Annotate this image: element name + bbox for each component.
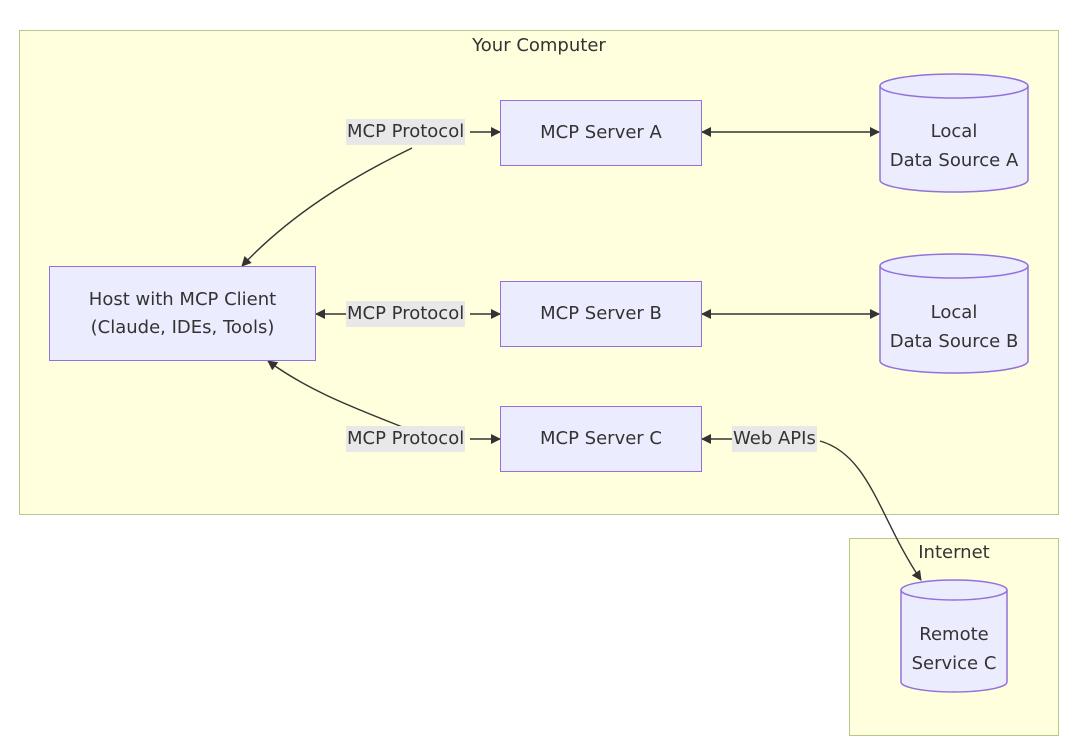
- data-source-a-line-2: Data Source A: [889, 150, 1019, 171]
- server-c-label: MCP Server C: [540, 428, 662, 449]
- data-source-a-line-1: Local: [930, 121, 978, 142]
- host-line-2: (Claude, IDEs, Tools): [90, 316, 275, 338]
- cluster-internet-title: Internet: [918, 542, 990, 563]
- node-mcp-server-b: MCP Server B: [500, 281, 702, 347]
- cylinder-data-source-a: [879, 73, 1029, 193]
- edge-label-mcp-protocol-b: MCP Protocol: [346, 301, 466, 327]
- edge-host-server-a-curve: [241, 147, 413, 267]
- data-source-b-line-1: Local: [930, 302, 978, 323]
- data-source-b-line-2: Data Source B: [889, 331, 1019, 352]
- server-a-label: MCP Server A: [540, 122, 662, 143]
- cluster-your-computer-title: Your Computer: [472, 35, 606, 56]
- data-source-a-label: Local Data Source A: [880, 117, 1028, 175]
- remote-service-c-line-1: Remote: [919, 624, 989, 645]
- node-mcp-server-c: MCP Server C: [500, 406, 702, 472]
- edge-host-server-c-curve: [267, 360, 406, 429]
- edge-web-apis-to-remote-c: [819, 440, 922, 581]
- remote-service-c-label: Remote Service C: [901, 620, 1007, 678]
- cylinder-remote-service-c: [900, 579, 1008, 693]
- remote-service-c-line-2: Service C: [911, 653, 997, 674]
- cylinder-data-source-b: [879, 253, 1029, 374]
- edge-label-mcp-protocol-c: MCP Protocol: [346, 426, 466, 452]
- edge-label-mcp-protocol-a: MCP Protocol: [346, 119, 466, 145]
- server-b-label: MCP Server B: [540, 303, 662, 324]
- edge-label-web-apis: Web APIs: [732, 426, 817, 452]
- host-line-1: Host with MCP Client: [88, 288, 277, 310]
- node-mcp-server-a: MCP Server A: [500, 100, 702, 166]
- cluster-internet: Internet: [849, 538, 1059, 736]
- node-host-mcp-client: Host with MCP Client (Claude, IDEs, Tool…: [49, 266, 316, 361]
- data-source-b-label: Local Data Source B: [880, 298, 1028, 356]
